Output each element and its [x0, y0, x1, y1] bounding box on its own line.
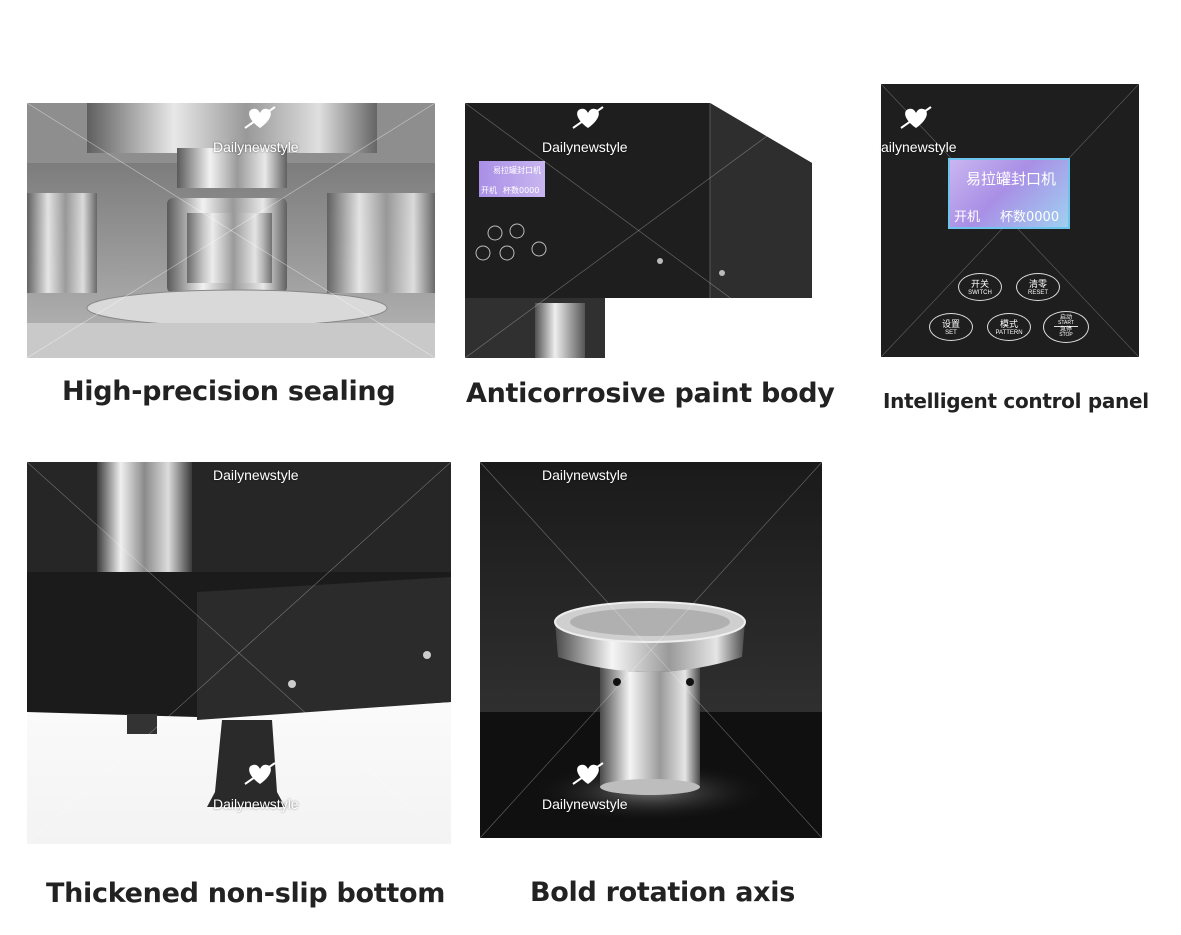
paint-display-title: 易拉罐封口机: [493, 166, 541, 175]
watermark-text: ailynewstyle: [881, 139, 957, 155]
watermark-text: Dailynewstyle: [542, 796, 628, 812]
button-label-cn: 清零: [1028, 279, 1047, 289]
button-label-en: SWITCH: [968, 290, 992, 296]
caption-sealing: High-precision sealing: [62, 376, 396, 407]
photo-control-panel: 易拉罐封口机 开机 杯数0000 开关 SWITCH 清零 RESET 设置 S…: [881, 84, 1139, 357]
pattern-button[interactable]: 模式 PATTERN: [987, 313, 1031, 341]
watermark-text: Dailynewstyle: [213, 467, 299, 483]
button-label-cn: 启动: [1059, 315, 1072, 321]
caption-axis: Bold rotation axis: [530, 877, 795, 908]
heart-arrow-logo-icon: [572, 106, 604, 129]
button-label-en: START: [1054, 321, 1078, 327]
heart-arrow-logo-icon: [244, 762, 276, 785]
button-label-cn: 设置: [941, 319, 960, 329]
paint-display-status: 开机: [481, 186, 497, 195]
rotation-axis-illustration: [480, 462, 822, 838]
sealing-machine-illustration: [27, 103, 435, 358]
caption-paint: Anticorrosive paint body: [466, 378, 835, 409]
button-label-cn: 开关: [970, 279, 989, 289]
reset-button[interactable]: 清零 RESET: [1016, 273, 1060, 301]
photo-rotation-axis: [480, 462, 822, 838]
panel-display-screen: 易拉罐封口机 开机 杯数0000: [948, 158, 1070, 229]
caption-panel: Intelligent control panel: [883, 389, 1149, 413]
panel-display-title: 易拉罐封口机: [966, 170, 1057, 188]
panel-display-count: 杯数0000: [1000, 210, 1060, 225]
heart-arrow-logo-icon: [900, 106, 932, 129]
machine-body-illustration: [465, 103, 812, 358]
photo-paint-body: 易拉罐封口机 开机 杯数0000: [465, 103, 812, 358]
button-label-en: RESET: [1027, 290, 1048, 296]
heart-arrow-logo-icon: [244, 106, 276, 129]
paint-display-screen: 易拉罐封口机 开机 杯数0000: [479, 161, 545, 197]
switch-button[interactable]: 开关 SWITCH: [958, 273, 1002, 301]
button-label-cn: 模式: [999, 319, 1018, 329]
machine-base-illustration: [27, 462, 451, 844]
watermark-text: Dailynewstyle: [542, 139, 628, 155]
photo-non-slip-bottom: [27, 462, 451, 844]
button-label-en: PATTERN: [995, 330, 1023, 336]
set-button[interactable]: 设置 SET: [929, 313, 973, 341]
watermark-text: Dailynewstyle: [542, 467, 628, 483]
caption-bottom: Thickened non-slip bottom: [46, 878, 446, 909]
watermark-text: Dailynewstyle: [213, 796, 299, 812]
heart-arrow-logo-icon: [572, 762, 604, 785]
start-stop-button[interactable]: 启动 START 急停 STOP: [1043, 311, 1089, 343]
paint-display-count: 杯数0000: [503, 186, 540, 195]
button-label-en: STOP: [1059, 332, 1073, 338]
button-label-en: SET: [945, 330, 957, 336]
photo-sealing: [27, 103, 435, 358]
button-label-cn: 急停: [1059, 327, 1072, 333]
watermark-text: Dailynewstyle: [213, 139, 299, 155]
panel-display-status: 开机: [954, 210, 981, 225]
